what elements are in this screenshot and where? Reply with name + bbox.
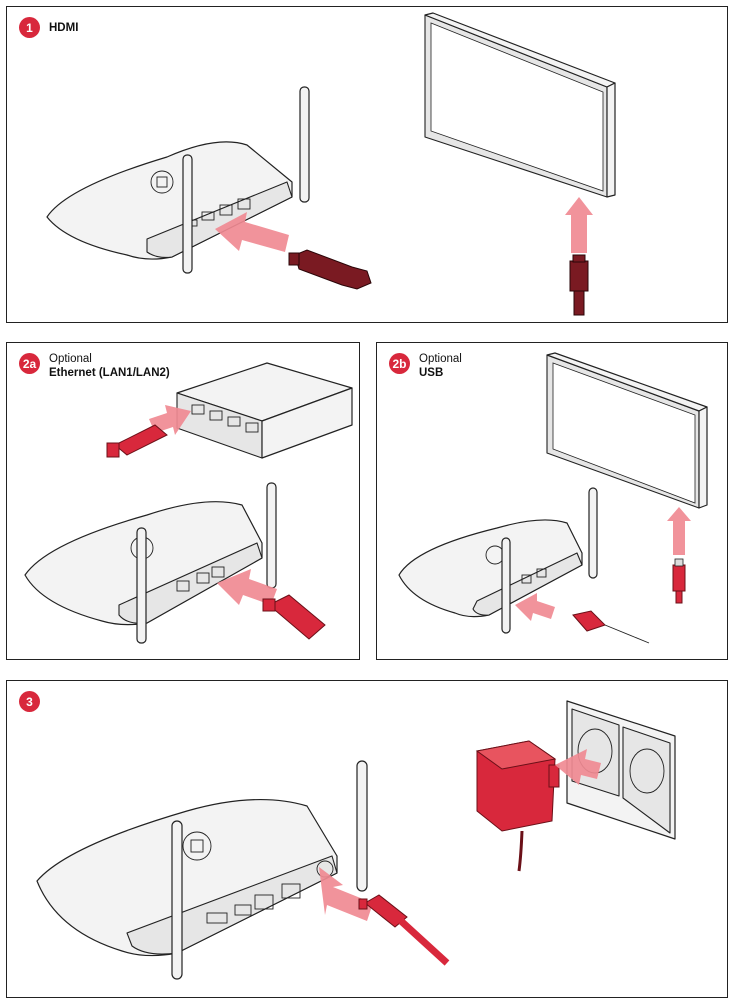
router-eth-arrow-icon [217,569,277,605]
tv-screen-icon [424,12,616,198]
switch-arrow-icon [149,405,191,435]
panel-title-hdmi: HDMI [49,21,78,35]
power-illustration [36,700,676,980]
panel-title-ethernet: Optional Ethernet (LAN1/LAN2) [49,352,170,380]
usb-illustration [398,352,708,644]
router-icon [398,519,583,618]
network-switch-icon [176,362,353,459]
panel-label-ethernet: Ethernet (LAN1/LAN2) [49,367,170,379]
panel-hdmi: 1 HDMI [6,6,728,323]
tv-usb-arrow-icon [667,507,691,555]
power-adapter-icon [475,740,560,872]
router-usb-arrow-icon [515,593,555,621]
hdmi-plug-icon [288,249,372,290]
antenna-right-icon [588,487,598,579]
ethernet-plug-router-icon [262,594,326,640]
antenna-right-icon [299,86,310,203]
usb-plug-vertical-icon [672,558,686,604]
step-badge-1: 1 [19,17,40,38]
hdmi-plug-vertical-icon [569,254,589,316]
power-plug-icon [358,894,450,966]
panel-sublabel-ethernet: Optional [49,353,92,365]
ethernet-plug-switch-icon [106,424,168,458]
hdmi-arrow-icon [215,212,289,252]
antenna-right-icon [356,760,368,892]
router-icon [36,798,338,957]
antenna-left-icon [182,154,193,274]
tv-screen-icon [546,352,708,509]
panel-usb: 2b Optional USB [376,342,728,660]
tv-hdmi-arrow-icon [565,197,593,253]
antenna-right-icon [266,482,277,589]
panel-label-hdmi: HDMI [49,22,79,34]
antenna-left-icon [171,820,183,980]
panel-sublabel-usb: Optional [419,353,462,365]
step-badge-2a: 2a [19,353,40,374]
hdmi-illustration [46,12,616,316]
step-badge-3: 3 [19,691,40,712]
step-badge-2b: 2b [389,353,410,374]
socket-arrow-icon [555,749,601,785]
panel-power: 3 [6,680,728,998]
panel-ethernet: 2a Optional Ethernet (LAN1/LAN2) [6,342,360,660]
panel-label-usb: USB [419,367,444,379]
panel-title-usb: Optional USB [419,352,462,380]
ethernet-illustration [24,362,353,644]
usb-plug-router-icon [572,610,650,644]
antenna-left-icon [136,527,147,644]
antenna-left-icon [501,537,511,634]
